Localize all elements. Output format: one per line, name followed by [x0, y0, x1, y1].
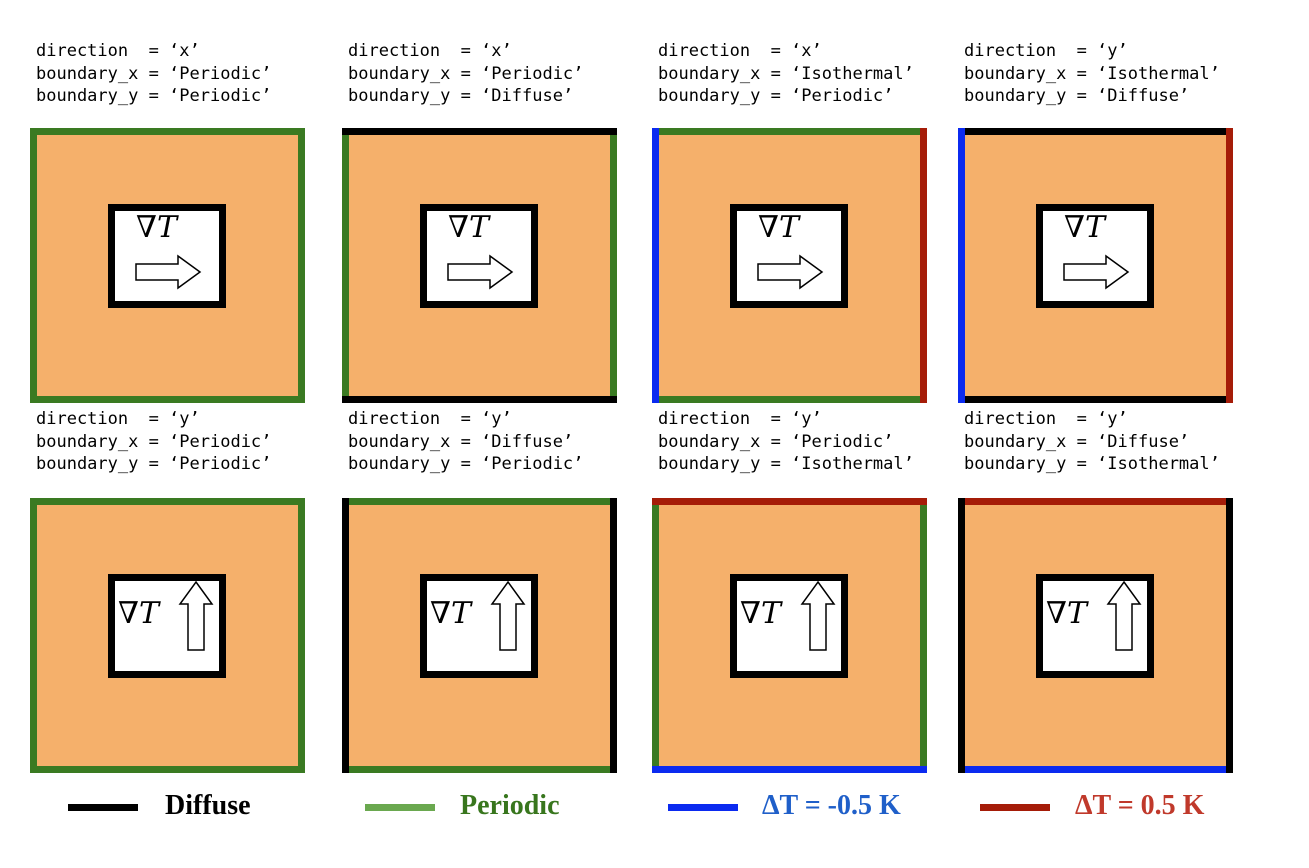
- legend-label-cold: ΔT = -0.5 K: [762, 790, 901, 821]
- boundary-top-hot: [958, 498, 1233, 505]
- gradient-box: [1036, 574, 1154, 678]
- arrow-up-icon: [800, 580, 836, 651]
- boundary-bottom-diffuse: [342, 396, 617, 403]
- boundary-right-periodic: [298, 128, 305, 403]
- arrow-right-icon: [1063, 254, 1130, 290]
- gradient-symbol: ∇T: [740, 596, 781, 631]
- gradient-symbol: ∇T: [758, 210, 799, 245]
- panel-boundary-y: boundary_y = ‘Diffuse’: [348, 86, 574, 106]
- panel-settings: direction = ‘x’boundary_x = ‘Periodic’bo…: [348, 40, 583, 108]
- panel-settings: direction = ‘y’boundary_x = ‘Periodic’bo…: [36, 408, 271, 476]
- panel-direction: direction = ‘x’: [658, 41, 822, 61]
- boundary-bottom-periodic: [652, 396, 927, 403]
- gradient-box: [730, 574, 848, 678]
- boundary-top-periodic: [30, 128, 305, 135]
- boundary-bottom-periodic: [342, 766, 617, 773]
- boundary-top-periodic: [30, 498, 305, 505]
- boundary-left-periodic: [652, 498, 659, 773]
- boundary-left-diffuse: [958, 498, 965, 773]
- boundary-right-periodic: [298, 498, 305, 773]
- panel-direction: direction = ‘y’: [658, 409, 822, 429]
- gradient-box: [1036, 204, 1154, 308]
- legend-label-periodic: Periodic: [460, 790, 560, 821]
- panel-direction: direction = ‘x’: [348, 41, 512, 61]
- legend-label-hot: ΔT = 0.5 K: [1075, 790, 1205, 821]
- panel-boundary-x: boundary_x = ‘Isothermal’: [964, 63, 1220, 84]
- gradient-symbol: ∇T: [136, 210, 177, 245]
- arrow-up-icon: [1106, 580, 1142, 651]
- gradient-symbol: ∇T: [430, 596, 471, 631]
- boundary-right-periodic: [610, 128, 617, 403]
- gradient-symbol: ∇T: [1046, 596, 1087, 631]
- boundary-top-periodic: [342, 498, 617, 505]
- gradient-box: [420, 204, 538, 308]
- panel-boundary-y: boundary_y = ‘Periodic’: [36, 86, 272, 106]
- panel-direction: direction = ‘y’: [964, 41, 1128, 61]
- legend-swatch-diffuse: [68, 804, 138, 811]
- boundary-left-periodic: [30, 498, 37, 773]
- boundary-right-diffuse: [1226, 498, 1233, 773]
- panel-direction: direction = ‘y’: [964, 409, 1128, 429]
- boundary-top-periodic: [652, 128, 927, 135]
- panel-boundary-x: boundary_x = ‘Periodic’: [36, 63, 272, 84]
- arrow-right-icon: [447, 254, 514, 290]
- gradient-box: [420, 574, 538, 678]
- boundary-left-periodic: [342, 128, 349, 403]
- boundary-top-hot: [652, 498, 927, 505]
- panel-boundary-y: boundary_y = ‘Diffuse’: [964, 86, 1190, 106]
- panel-direction: direction = ‘x’: [36, 41, 200, 61]
- panel-boundary-y: boundary_y = ‘Periodic’: [348, 454, 584, 474]
- panel-boundary-y: boundary_y = ‘Isothermal’: [964, 454, 1220, 474]
- legend-swatch-hot: [980, 804, 1050, 811]
- boundary-right-hot: [920, 128, 927, 403]
- panel-settings: direction = ‘y’boundary_x = ‘Diffuse’bou…: [964, 408, 1220, 476]
- gradient-box: [730, 204, 848, 308]
- boundary-left-diffuse: [342, 498, 349, 773]
- panel-boundary-x: boundary_x = ‘Periodic’: [348, 63, 584, 84]
- boundary-left-periodic: [30, 128, 37, 403]
- panel-settings: direction = ‘x’boundary_x = ‘Periodic’bo…: [36, 40, 271, 108]
- panel-boundary-x: boundary_x = ‘Diffuse’: [964, 431, 1190, 452]
- arrow-right-icon: [135, 254, 202, 290]
- legend-swatch-periodic: [365, 804, 435, 811]
- boundary-bottom-periodic: [30, 766, 305, 773]
- arrow-up-icon: [490, 580, 526, 651]
- panel-settings: direction = ‘y’boundary_x = ‘Periodic’bo…: [658, 408, 914, 476]
- panel-boundary-y: boundary_y = ‘Periodic’: [36, 454, 272, 474]
- boundary-right-hot: [1226, 128, 1233, 403]
- boundary-bottom-periodic: [30, 396, 305, 403]
- gradient-box: [108, 574, 226, 678]
- panel-boundary-y: boundary_y = ‘Periodic’: [658, 86, 894, 106]
- panel-boundary-y: boundary_y = ‘Isothermal’: [658, 454, 914, 474]
- boundary-right-periodic: [920, 498, 927, 773]
- boundary-top-diffuse: [958, 128, 1233, 135]
- panel-settings: direction = ‘y’boundary_x = ‘Isothermal’…: [964, 40, 1220, 108]
- gradient-symbol: ∇T: [448, 210, 489, 245]
- boundary-bottom-cold: [652, 766, 927, 773]
- panel-settings: direction = ‘y’boundary_x = ‘Diffuse’bou…: [348, 408, 583, 476]
- gradient-symbol: ∇T: [1064, 210, 1105, 245]
- panel-direction: direction = ‘y’: [36, 409, 200, 429]
- gradient-symbol: ∇T: [118, 596, 159, 631]
- panel-boundary-x: boundary_x = ‘Isothermal’: [658, 63, 914, 84]
- boundary-top-diffuse: [342, 128, 617, 135]
- panel-boundary-x: boundary_x = ‘Periodic’: [36, 431, 272, 452]
- arrow-right-icon: [757, 254, 824, 290]
- boundary-left-cold: [652, 128, 659, 403]
- gradient-box: [108, 204, 226, 308]
- boundary-right-diffuse: [610, 498, 617, 773]
- legend-swatch-cold: [668, 804, 738, 811]
- boundary-left-cold: [958, 128, 965, 403]
- arrow-up-icon: [178, 580, 214, 651]
- panel-direction: direction = ‘y’: [348, 409, 512, 429]
- legend-label-diffuse: Diffuse: [165, 790, 251, 821]
- panel-settings: direction = ‘x’boundary_x = ‘Isothermal’…: [658, 40, 914, 108]
- panel-boundary-x: boundary_x = ‘Periodic’: [658, 431, 894, 452]
- panel-boundary-x: boundary_x = ‘Diffuse’: [348, 431, 574, 452]
- boundary-bottom-cold: [958, 766, 1233, 773]
- boundary-bottom-diffuse: [958, 396, 1233, 403]
